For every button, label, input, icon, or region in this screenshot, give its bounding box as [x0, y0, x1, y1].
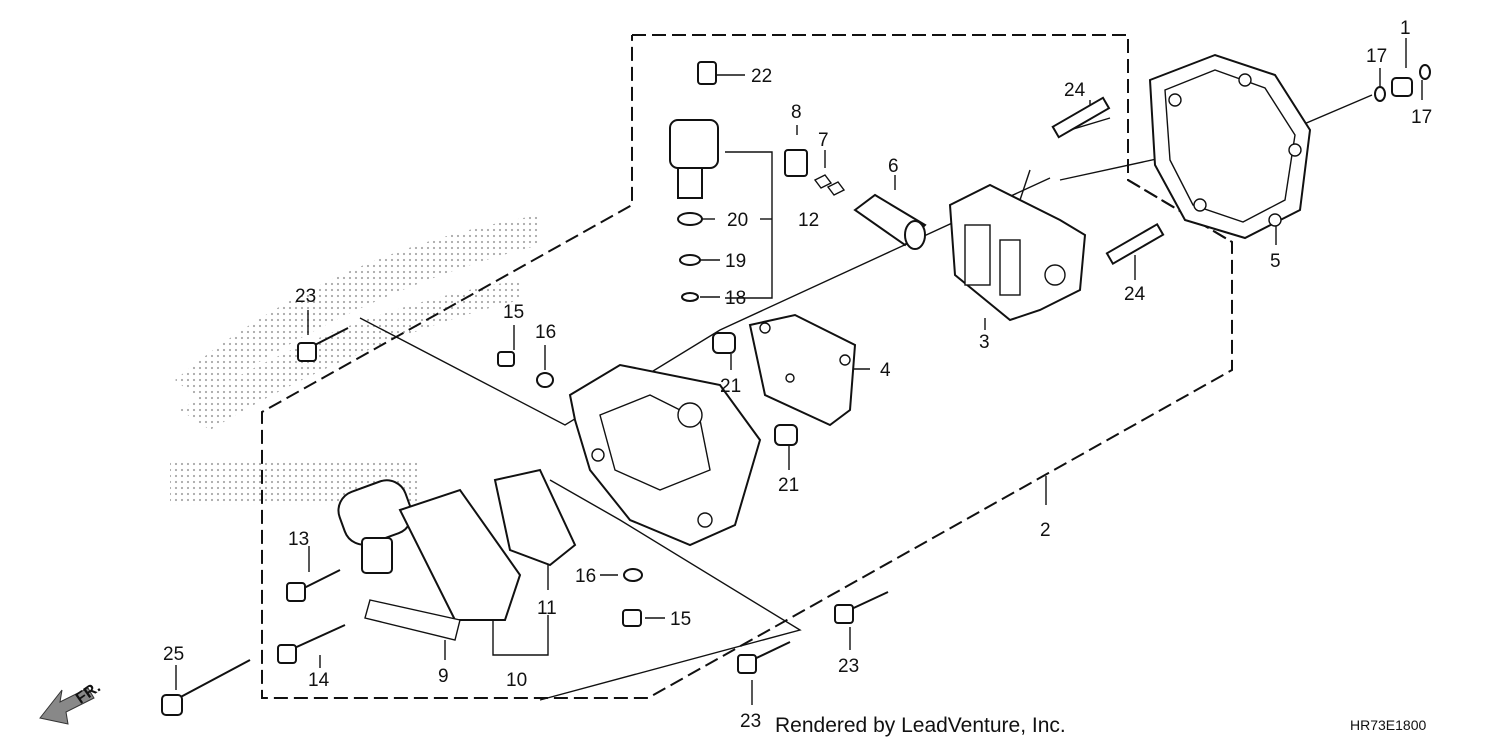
label-4: 4 — [880, 360, 891, 381]
solenoid-top — [669, 61, 719, 302]
assembly-outline — [261, 34, 1233, 699]
label-8: 8 — [791, 102, 802, 123]
dowel-pins — [712, 332, 798, 446]
label-24a: 24 — [1064, 80, 1086, 101]
label-23c: 23 — [740, 711, 761, 732]
label-9: 9 — [438, 666, 449, 687]
front-arrow-icon — [39, 687, 95, 725]
diagram-code: HR73E1800 — [1350, 717, 1426, 733]
label-1: 1 — [1400, 18, 1411, 39]
valve-body — [948, 96, 1165, 322]
label-23b: 23 — [838, 656, 859, 677]
label-5: 5 — [1270, 251, 1281, 272]
label-17a: 17 — [1366, 46, 1387, 67]
label-22: 22 — [751, 66, 772, 87]
label-12: 12 — [798, 210, 819, 231]
label-18: 18 — [725, 288, 746, 309]
label-7: 7 — [818, 130, 829, 151]
long-bolts — [161, 327, 889, 716]
label-25: 25 — [163, 644, 184, 665]
part-labels: 1 2 3 4 5 6 7 8 9 10 11 12 13 14 15 15 1… — [163, 18, 1432, 732]
small-bolts — [497, 351, 643, 627]
label-21a: 21 — [720, 376, 741, 397]
solenoid-unit — [337, 468, 577, 641]
watermark-logo — [170, 215, 540, 505]
label-15b: 15 — [670, 609, 691, 630]
label-3: 3 — [979, 332, 990, 353]
gasket — [1148, 53, 1312, 240]
label-16b: 16 — [575, 566, 596, 587]
spool-valve-parts — [784, 149, 927, 250]
label-15a: 15 — [503, 302, 524, 323]
label-23a: 23 — [295, 286, 316, 307]
label-21b: 21 — [778, 475, 799, 496]
label-10: 10 — [506, 670, 527, 691]
label-19: 19 — [725, 251, 746, 272]
label-2: 2 — [1040, 520, 1051, 541]
label-20: 20 — [727, 210, 748, 231]
label-24b: 24 — [1124, 284, 1146, 305]
label-6: 6 — [888, 156, 899, 177]
label-16a: 16 — [535, 322, 556, 343]
label-17b: 17 — [1411, 107, 1432, 128]
fitting-and-washers — [1374, 64, 1431, 102]
credit-text: Rendered by LeadVenture, Inc. — [775, 714, 1066, 737]
label-14: 14 — [308, 670, 330, 691]
main-housing — [568, 363, 762, 547]
label-11: 11 — [537, 598, 557, 619]
separator-plate — [748, 313, 857, 427]
label-13: 13 — [288, 529, 309, 550]
